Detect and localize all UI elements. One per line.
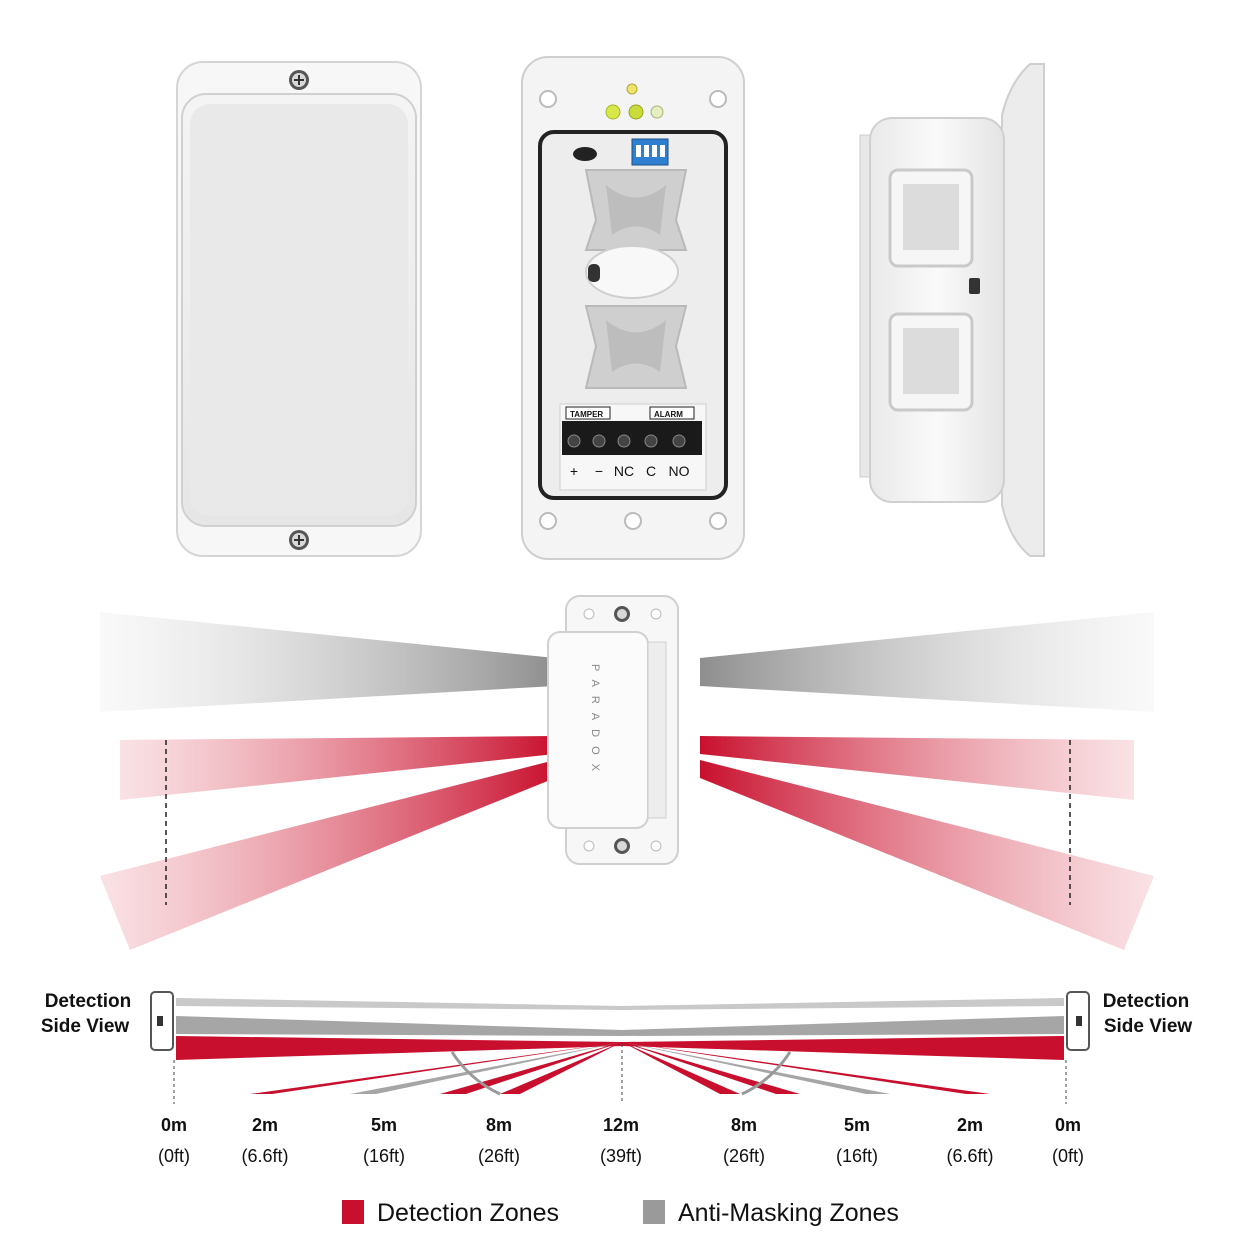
terminal-label: + — [570, 463, 578, 479]
mini-detector-right — [1066, 991, 1090, 1051]
side-view-title-line1: Detection — [1103, 991, 1190, 1012]
terminal-label: NC — [614, 463, 634, 479]
device-front-view — [176, 61, 422, 557]
mounted-detector: PARADOX — [547, 595, 679, 865]
distance-feet: (26ft) — [723, 1146, 765, 1166]
distance-feet: (0ft) — [1052, 1146, 1084, 1166]
terminal-label: C — [646, 463, 656, 479]
side-view-title-line2: Side View — [1104, 1016, 1193, 1037]
distance-feet: (0ft) — [158, 1146, 190, 1166]
distance-feet: (16ft) — [363, 1146, 405, 1166]
terminal-screw-icon — [617, 434, 631, 448]
detection-beam — [622, 1042, 800, 1094]
detection-beam — [700, 736, 1134, 800]
screw-icon — [614, 606, 630, 622]
detection-beam — [700, 760, 1154, 950]
detection-beam — [250, 1042, 622, 1094]
screw-icon — [614, 838, 630, 854]
detection-beam — [440, 1042, 622, 1094]
distance-meters: 0m — [161, 1115, 187, 1135]
coverage-top-view: PARADOX — [100, 595, 1154, 950]
terminal-screw-icon — [672, 434, 686, 448]
anti-masking-beam — [622, 1042, 890, 1094]
terminal-screw-icon — [567, 434, 581, 448]
terminal-screw-icon — [644, 434, 658, 448]
detection-beam — [176, 1036, 1064, 1060]
distance-meters: 12m — [603, 1115, 639, 1135]
distance-feet: (16ft) — [836, 1146, 878, 1166]
detection-legend-label: Detection Zones — [377, 1199, 559, 1227]
tamper-label: TAMPER — [570, 410, 603, 419]
status-led-group — [605, 83, 664, 120]
distance-meters: 5m — [844, 1115, 870, 1135]
distance-meters: 8m — [486, 1115, 512, 1135]
detection-beam — [622, 1042, 990, 1094]
legend: Detection Zones Anti-Masking Zones — [342, 1199, 899, 1227]
anti-masking-beam — [700, 612, 1154, 712]
detection-beam — [622, 1042, 740, 1094]
distance-meters: 2m — [252, 1115, 278, 1135]
sensor-cavity-upper — [584, 169, 688, 251]
device-side-view — [859, 63, 1045, 557]
distance-meters: 8m — [731, 1115, 757, 1135]
distance-feet: (39ft) — [600, 1146, 642, 1166]
brand-label: PARADOX — [589, 664, 601, 780]
side-view-title-line1: Detection — [45, 991, 132, 1012]
anti-masking-beam — [176, 1016, 1064, 1036]
terminal-block: TAMPER ALARM + −NC C NO — [559, 403, 707, 491]
terminal-screws — [567, 434, 686, 448]
anti-masking-beam — [100, 612, 555, 712]
distance-meters: 2m — [957, 1115, 983, 1135]
dip-switch — [631, 138, 669, 166]
anti-masking-beam — [176, 998, 1064, 1010]
terminal-labels: + −NC C NO — [570, 463, 690, 479]
side-view-title-line2: Side View — [41, 1016, 130, 1037]
distance-feet: (6.6ft) — [241, 1146, 288, 1166]
alarm-label: ALARM — [654, 410, 683, 419]
anti-masking-beam — [350, 1042, 622, 1094]
anti-masking-legend-label: Anti-Masking Zones — [678, 1199, 899, 1227]
detection-beam — [100, 760, 555, 950]
terminal-label: NO — [669, 463, 690, 479]
mini-detector-left — [150, 991, 174, 1051]
deflection-arc — [741, 1051, 792, 1096]
terminal-screw-icon — [592, 434, 606, 448]
sensor-cavity-lower — [584, 305, 688, 389]
distance-meters: 5m — [371, 1115, 397, 1135]
side-view-diagram: Detection Side View Detection Side View — [41, 991, 1193, 1166]
detection-beam — [500, 1042, 622, 1094]
detection-beam — [120, 736, 555, 800]
detection-legend-swatch — [342, 1200, 364, 1224]
distance-feet: (6.6ft) — [946, 1146, 993, 1166]
distance-scale: 0m (0ft) 2m (6.6ft) 5m (16ft) 8m (26ft) 12m (39ft… — [158, 1115, 1084, 1166]
terminal-label: − — [595, 463, 603, 479]
deflection-arc — [450, 1051, 501, 1096]
device-back-view: TAMPER ALARM + −NC C NO — [521, 56, 745, 560]
anti-masking-legend-swatch — [643, 1200, 665, 1224]
distance-meters: 0m — [1055, 1115, 1081, 1135]
screw-icon — [289, 70, 309, 90]
distance-feet: (26ft) — [478, 1146, 520, 1166]
screw-icon — [289, 530, 309, 550]
sensor-mount — [585, 245, 679, 299]
